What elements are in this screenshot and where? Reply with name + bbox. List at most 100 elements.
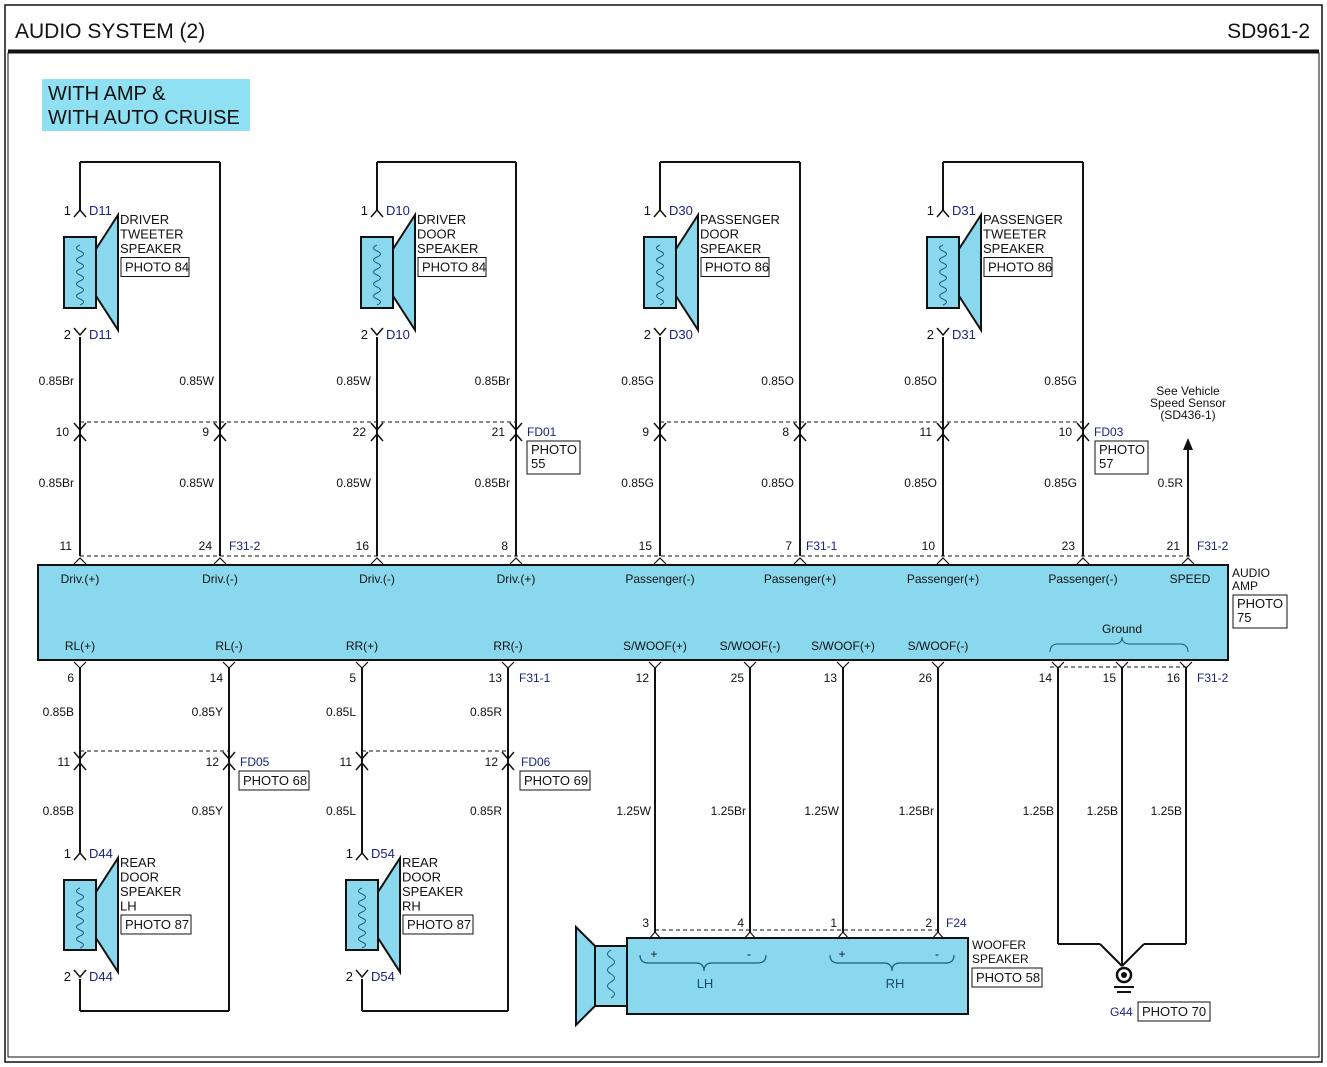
speaker-photo-ref-box — [402, 914, 474, 935]
speaker-cone-icon — [377, 854, 401, 976]
speaker-photo-ref: PHOTO 86 — [988, 260, 1052, 275]
speaker-coil-icon — [373, 244, 381, 306]
connector-pin-icon — [793, 432, 807, 442]
wire-color-label: 1.25B — [1023, 804, 1054, 818]
ground-point-icon — [1121, 972, 1127, 978]
speaker-name: SPEAKER — [983, 241, 1044, 256]
polarity-sign: - — [935, 947, 939, 961]
speaker-coil-icon — [656, 244, 664, 306]
inline-pin-number: 10 — [1059, 425, 1073, 439]
amp-pin-number: 25 — [731, 671, 745, 685]
wire — [1099, 943, 1123, 967]
speaker-pin-bottom: 2 — [64, 327, 71, 342]
connector-pin-icon — [73, 422, 87, 432]
speaker-photo-ref-box — [700, 257, 770, 277]
connector-pin-icon — [936, 432, 950, 442]
connector-pin-icon — [370, 208, 384, 218]
diagram-code: SD961-2 — [1227, 20, 1310, 43]
amp-terminal-icon — [1181, 557, 1195, 565]
speaker-pin-top: 1 — [64, 203, 71, 218]
speaker-magnet-icon — [926, 236, 960, 309]
woofer-name: WOOFER — [972, 938, 1026, 952]
arrow-up-icon — [1183, 438, 1193, 450]
speaker-connector-id: D30 — [669, 327, 693, 342]
speaker-photo-ref: PHOTO 86 — [705, 260, 769, 275]
woofer-terminal-icon — [931, 931, 945, 940]
connector-pin-icon — [653, 208, 667, 218]
speaker-connector-id: D11 — [89, 327, 112, 342]
inline-pin-number: 11 — [920, 425, 933, 439]
wire-color-label: 0.85O — [761, 476, 794, 490]
inline-connector-photo: PHOTO 68 — [243, 773, 307, 788]
speaker-name: DOOR — [402, 870, 441, 885]
wire-color-label: 0.85W — [336, 374, 371, 388]
inline-connector-photo: 57 — [1099, 456, 1113, 471]
polarity-sign: - — [747, 947, 751, 961]
amp-terminal-icon — [222, 661, 236, 669]
amp-terminal-icon — [793, 557, 807, 565]
woofer-terminal-icon — [836, 931, 850, 940]
woofer-coil-icon — [607, 949, 615, 999]
wire-color-label: 1.25B — [1087, 804, 1118, 818]
connector-pin-icon — [653, 422, 667, 432]
connector-pin-icon — [936, 208, 950, 218]
wire-color-label: 0.85W — [179, 476, 214, 490]
polarity-sign: + — [650, 947, 657, 961]
amp-terminal-icon — [648, 661, 662, 669]
amp-pin-number: 15 — [639, 539, 653, 553]
woofer-speaker-box — [626, 937, 969, 1015]
speaker-pin-bottom: 2 — [644, 327, 651, 342]
amp-photo-ref: 75 — [1237, 610, 1251, 625]
condition-label: WITH AUTO CRUISE — [48, 107, 240, 129]
inline-connector-photo: 55 — [531, 456, 545, 471]
wire — [1121, 943, 1145, 967]
amp-terminal-icon — [931, 661, 945, 669]
amp-pin-number: 11 — [60, 539, 73, 553]
wire-color-label: 0.85G — [1044, 476, 1077, 490]
woofer-terminal-icon — [743, 931, 757, 940]
amp-pin-number: 16 — [1167, 671, 1181, 685]
connector-pin-icon — [355, 969, 369, 979]
amp-terminal-label: RL(-) — [215, 639, 242, 653]
brace-icon — [829, 954, 955, 972]
speaker-cone-icon — [675, 211, 699, 334]
wire-color-label: 0.85Br — [39, 374, 74, 388]
woofer-pin-number: 4 — [737, 916, 744, 930]
speaker-name: SPEAKER — [120, 241, 181, 256]
amp-connector-id: F31-1 — [519, 671, 551, 685]
speaker-magnet-icon — [360, 236, 394, 309]
speaker-cone-icon — [95, 854, 119, 976]
speaker-coil-icon — [76, 887, 84, 949]
amp-terminal-icon — [836, 661, 850, 669]
amp-pin-number: 14 — [210, 671, 224, 685]
amp-terminal-label: Driv.(+) — [61, 572, 100, 586]
woofer-pin-number: 1 — [830, 916, 837, 930]
woofer-pin-number: 3 — [642, 916, 649, 930]
amp-terminal-label: RR(-) — [493, 639, 522, 653]
connector-pin-icon — [501, 751, 515, 761]
amp-terminal-icon — [355, 661, 369, 669]
speaker-pin-bottom: 2 — [346, 969, 353, 984]
speaker-photo-ref: PHOTO 84 — [422, 260, 486, 275]
amp-connector-id: F31-1 — [806, 539, 838, 553]
amp-pin-number: 21 — [1167, 539, 1181, 553]
wire-color-label: 1.25B — [1151, 804, 1182, 818]
amp-pin-number: 8 — [501, 539, 508, 553]
speaker-name: SPEAKER — [700, 241, 761, 256]
speaker-pin-top: 1 — [361, 203, 368, 218]
inline-pin-number: 11 — [340, 755, 353, 769]
wire-color-label: 1.25W — [616, 804, 651, 818]
speaker-pin-top: 1 — [644, 203, 651, 218]
inline-connector-id: FD05 — [240, 755, 270, 769]
connector-pin-icon — [509, 432, 523, 442]
page-frame — [4, 4, 1323, 1063]
connector-pin-icon — [355, 761, 369, 771]
speaker-photo-ref-box — [120, 257, 190, 277]
inline-pin-number: 10 — [56, 425, 70, 439]
wire-color-label: 0.85O — [761, 374, 794, 388]
wire-color-label: 0.85W — [336, 476, 371, 490]
speaker-name: SPEAKER — [417, 241, 478, 256]
woofer-magnet-icon — [594, 945, 628, 1007]
speaker-photo-ref: PHOTO 84 — [125, 260, 189, 275]
amp-terminal-icon — [936, 557, 950, 565]
